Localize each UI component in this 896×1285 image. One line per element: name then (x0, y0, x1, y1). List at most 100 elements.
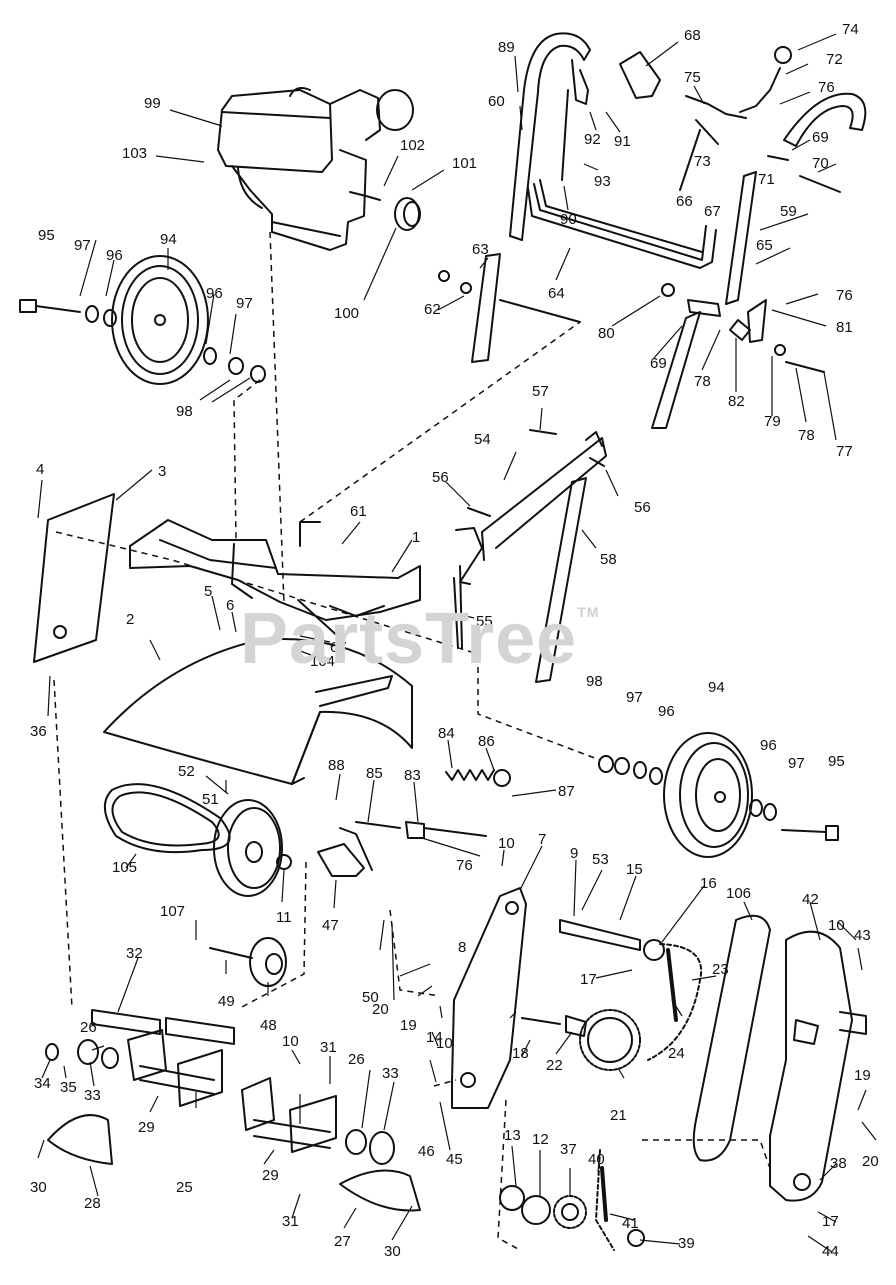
part-number-label: 44 (822, 1243, 839, 1260)
part-number-label: 7 (538, 831, 547, 848)
part-number-label: 51 (202, 791, 219, 808)
part-number-label: 20 (372, 1001, 389, 1018)
part-number-label: 48 (260, 1017, 277, 1034)
part-number-label: 20 (862, 1153, 879, 1170)
part-number-label: 80 (598, 325, 615, 342)
part-number-label: 3 (158, 463, 167, 480)
part-number-label: 81 (836, 319, 853, 336)
handle-right (725, 171, 757, 305)
part-number-label: 36 (30, 723, 47, 740)
part-number-label: 27 (334, 1233, 351, 1250)
part-number-label: 10 (498, 835, 515, 852)
part-number-label: 99 (144, 95, 161, 112)
part-3-side-plate (33, 493, 115, 663)
part-number-label: 30 (30, 1179, 47, 1196)
part-number-label: 61 (350, 503, 367, 520)
part-number-label: 96 (206, 285, 223, 302)
part-number-label: 52 (178, 763, 195, 780)
part-number-label: 25 (176, 1179, 193, 1196)
part-number-label: 101 (452, 155, 478, 172)
part-number-label: 94 (160, 231, 177, 248)
part-number-label: 38 (830, 1155, 847, 1172)
part-number-label: 65 (756, 237, 773, 254)
part-number-label: 29 (262, 1167, 279, 1184)
part-number-label: 33 (84, 1087, 101, 1104)
part-number-label: 31 (320, 1039, 337, 1056)
part-number-label: 43 (854, 927, 871, 944)
part-number-label: 78 (694, 373, 711, 390)
part-94-wheel-left (111, 255, 209, 385)
part-number-label: 33 (382, 1065, 399, 1082)
part-number-label: 9 (570, 845, 579, 862)
part-number-label: 103 (122, 145, 148, 162)
part-number-label: 22 (546, 1057, 563, 1074)
handle-left (509, 32, 591, 241)
part-number-label: 69 (650, 355, 667, 372)
part-number-label: 98 (176, 403, 193, 420)
part-number-label: 91 (614, 133, 631, 150)
part-number-label: 72 (826, 51, 843, 68)
part-number-label: 2 (126, 611, 135, 628)
part-number-label: 83 (404, 767, 421, 784)
part-number-label: 40 (588, 1151, 605, 1168)
part-number-label: 66 (676, 193, 693, 210)
part-number-label: 95 (828, 753, 845, 770)
part-number-label: 71 (758, 171, 775, 188)
part-105-belt (104, 783, 231, 854)
part-number-label: 32 (126, 945, 143, 962)
part-number-label: 92 (584, 131, 601, 148)
part-7-chaincase-plate (451, 887, 527, 1109)
part-number-label: 78 (798, 427, 815, 444)
part-number-label: 21 (610, 1107, 627, 1124)
part-number-label: 96 (760, 737, 777, 754)
part-number-label: 49 (218, 993, 235, 1010)
part-number-label: 12 (532, 1131, 549, 1148)
part-number-label: 68 (684, 27, 701, 44)
part-number-label: 62 (424, 301, 441, 318)
part-number-label: 54 (474, 431, 491, 448)
part-number-label: 18 (512, 1045, 529, 1062)
depth-bar (481, 437, 607, 561)
part-number-label: 59 (780, 203, 797, 220)
part-number-label: 15 (626, 861, 643, 878)
part-number-label: 87 (558, 783, 575, 800)
part-number-label: 56 (432, 469, 449, 486)
part-number-label: 76 (456, 857, 473, 874)
part-number-label: 74 (842, 21, 859, 38)
part-number-label: 63 (472, 241, 489, 258)
part-number-label: 37 (560, 1141, 577, 1158)
part-number-label: 69 (812, 129, 829, 146)
part-number-label: 84 (438, 725, 455, 742)
part-106-gasket (692, 914, 771, 1162)
part-number-label: 5 (204, 583, 213, 600)
part-number-label: 97 (74, 237, 91, 254)
part-number-label: 11 (276, 909, 292, 926)
part-number-label: 56 (634, 499, 651, 516)
part-42-chaincase-cover (769, 930, 867, 1202)
part-number-label: 45 (446, 1151, 463, 1168)
part-number-label: 96 (106, 247, 123, 264)
part-number-label: 29 (138, 1119, 155, 1136)
part-number-label: 41 (622, 1215, 639, 1232)
watermark: PartsTreeTM (240, 598, 599, 680)
part-51-pulley (213, 799, 283, 897)
part-number-label: 105 (112, 859, 138, 876)
part-number-label: 97 (626, 689, 643, 706)
part-number-label: 34 (34, 1075, 51, 1092)
part-number-label: 70 (812, 155, 829, 172)
part-number-label: 16 (700, 875, 717, 892)
part-number-label: 6 (226, 597, 235, 614)
part-number-label: 76 (836, 287, 853, 304)
part-number-label: 94 (708, 679, 725, 696)
part-number-label: 88 (328, 757, 345, 774)
part-number-label: 17 (580, 971, 597, 988)
part-number-label: 73 (694, 153, 711, 170)
trademark-mark: TM (577, 604, 600, 620)
part-number-label: 102 (400, 137, 426, 154)
part-number-label: 26 (80, 1019, 97, 1036)
part-number-label: 19 (400, 1017, 417, 1034)
part-number-label: 97 (236, 295, 253, 312)
part-number-label: 26 (348, 1051, 365, 1068)
part-number-label: 55 (476, 613, 493, 630)
